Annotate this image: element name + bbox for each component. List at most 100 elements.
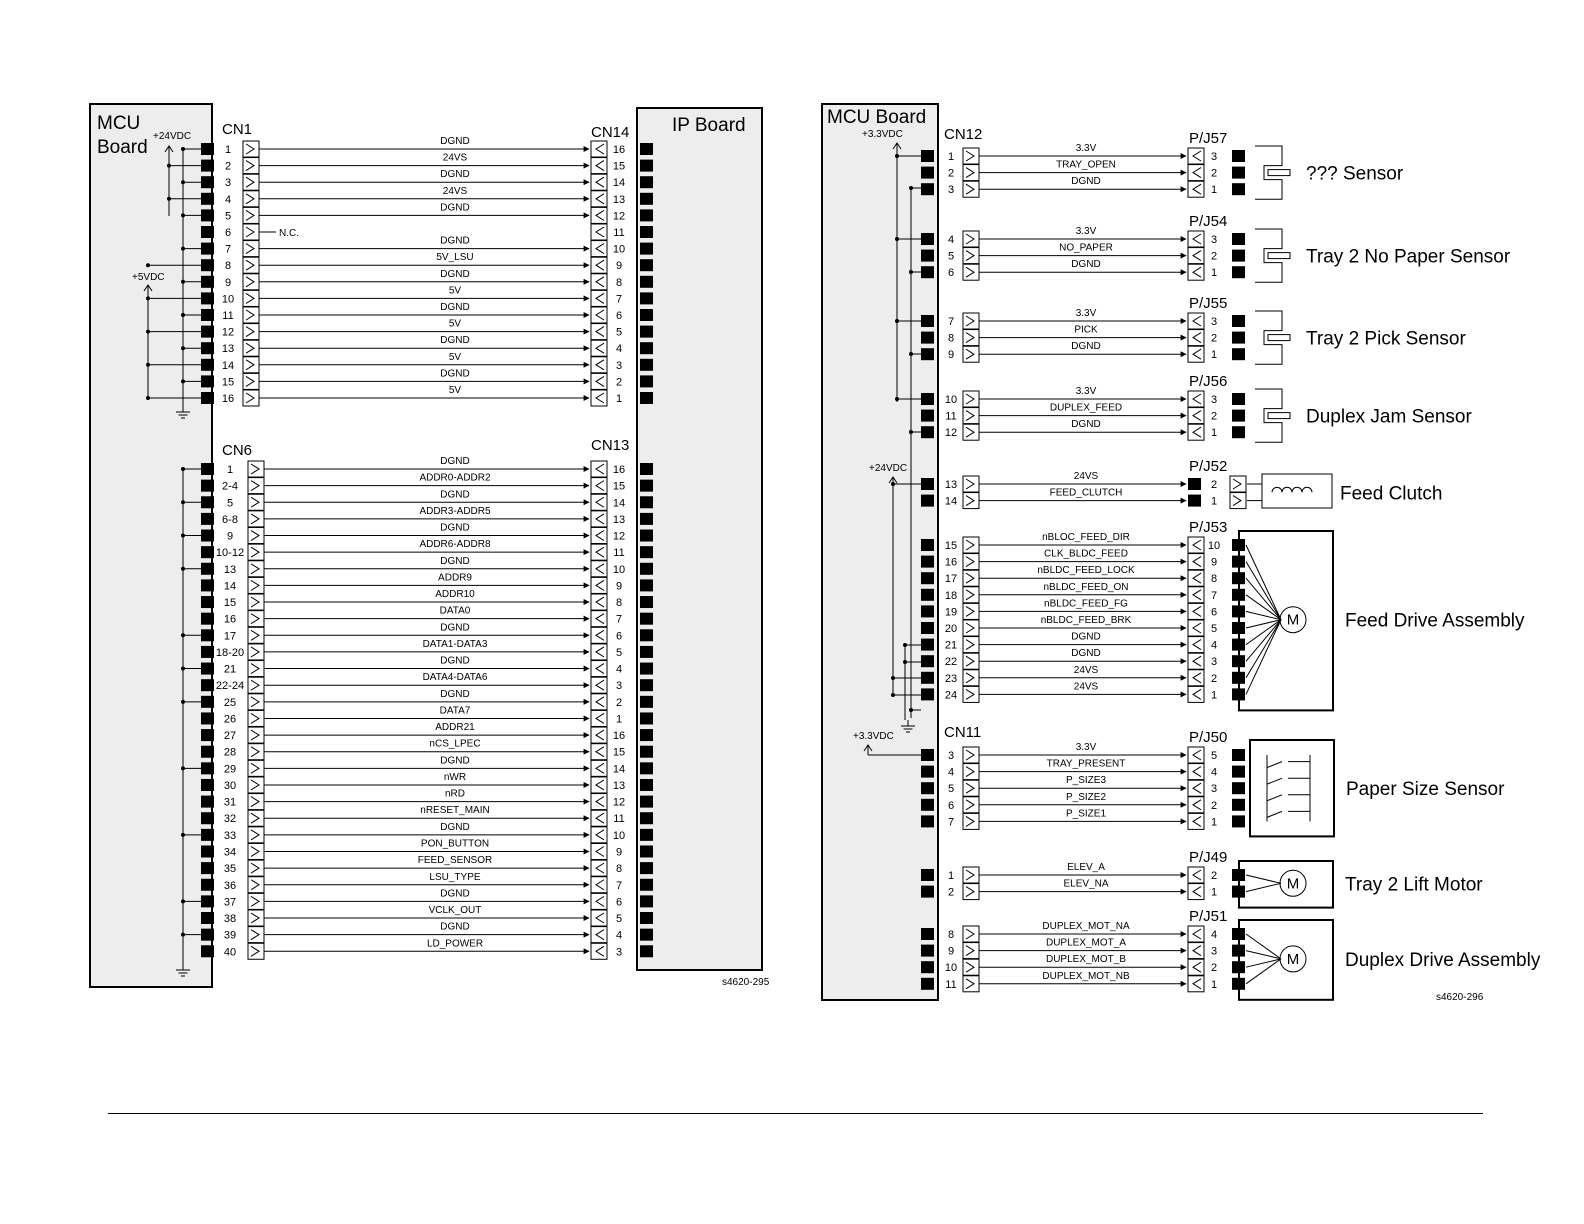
contact-cell	[1187, 230, 1205, 248]
pin-number: 29	[224, 763, 236, 775]
signal-label: 24VS	[443, 186, 468, 197]
contact-cell	[1187, 763, 1205, 781]
junction-dot	[909, 186, 913, 190]
connector-pin	[1232, 798, 1245, 811]
contact-chevron	[965, 410, 975, 422]
connector-label: CN6	[222, 442, 252, 459]
connector-pin	[201, 259, 214, 272]
contact-chevron	[250, 646, 260, 658]
connector-pin	[640, 209, 653, 222]
connector-pin	[1232, 266, 1245, 279]
pin-number: 9	[227, 531, 233, 543]
contact-chevron	[245, 292, 255, 304]
contact-cell	[590, 560, 608, 578]
junction-dot	[895, 397, 899, 401]
figure-id: s4620-295	[722, 977, 770, 988]
contact-cell	[590, 273, 608, 291]
signal-label: nWR	[444, 772, 466, 783]
junction-dot	[903, 643, 907, 647]
connector-pin	[201, 292, 214, 305]
contact-chevron	[250, 480, 260, 492]
contact-cell	[962, 423, 980, 441]
junction-dot	[891, 482, 895, 486]
signal-label: DGND	[440, 335, 469, 346]
contact-cell	[1187, 553, 1205, 571]
contact-chevron	[250, 613, 260, 625]
contact-chevron	[250, 513, 260, 525]
contact-chevron	[965, 961, 975, 973]
signal-label: DGND	[1071, 176, 1100, 187]
contact-cell	[242, 190, 260, 208]
sensor-icon	[1267, 252, 1291, 260]
contact-cell	[1229, 492, 1247, 510]
pin-number: 5	[948, 251, 954, 263]
junction-dot	[167, 196, 171, 201]
signal-label: 3.3V	[1076, 386, 1097, 397]
pin-number: 5	[225, 210, 231, 222]
motor-lead	[1245, 619, 1282, 629]
connector-pin	[201, 342, 214, 355]
connector-pin	[640, 496, 653, 509]
contact-cell	[1187, 407, 1205, 425]
contact-cell	[590, 510, 608, 528]
connector-pin	[640, 562, 653, 575]
pin-number: 16	[222, 393, 234, 405]
connector-pin	[640, 292, 653, 305]
contact-chevron	[245, 375, 255, 387]
pin-number: 7	[1211, 590, 1217, 602]
contact-cell	[247, 610, 265, 628]
contact-cell	[590, 223, 608, 241]
contact-chevron	[245, 259, 255, 271]
sensor-icon	[1255, 310, 1283, 365]
connector-pin	[640, 828, 653, 841]
contact-chevron	[595, 226, 605, 238]
pin-number: 11	[945, 411, 956, 423]
page-footer-rule	[108, 1113, 1483, 1114]
contact-cell	[1187, 147, 1205, 165]
contact-chevron	[595, 646, 605, 658]
signal-label: DUPLEX_MOT_NA	[1042, 921, 1130, 932]
contact-chevron	[595, 762, 605, 774]
connector-pin	[640, 695, 653, 708]
contact-cell	[590, 776, 608, 794]
contact-cell	[962, 586, 980, 604]
pin-number: 23	[945, 673, 957, 685]
contact-chevron	[595, 463, 605, 475]
connector-pin	[1232, 166, 1245, 179]
pin-number: 2	[1211, 411, 1217, 423]
mcu-board-label: Board	[97, 137, 148, 158]
pin-number: 5	[1211, 750, 1217, 762]
contact-cell	[1187, 247, 1205, 265]
pin-number: 33	[224, 830, 236, 842]
pin-number: 10	[613, 244, 625, 256]
signal-label: DUPLEX_MOT_B	[1046, 954, 1126, 965]
junction-dot	[181, 180, 185, 185]
connector-pin	[921, 266, 934, 279]
pin-number: 2	[616, 376, 622, 388]
motor-lead	[1245, 874, 1282, 884]
connector-pin	[640, 928, 653, 941]
connector-pin	[640, 479, 653, 492]
contact-chevron	[965, 315, 975, 327]
contact-chevron	[1192, 589, 1202, 601]
pin-number: 5	[227, 497, 233, 509]
contact-cell	[1229, 475, 1247, 493]
contact-cell	[962, 866, 980, 884]
contact-cell	[962, 763, 980, 781]
connector-pin	[201, 845, 214, 858]
contact-cell	[247, 593, 265, 611]
signal-label: DGND	[440, 689, 469, 700]
contact-cell	[242, 289, 260, 307]
pin-number: 6	[948, 800, 954, 812]
pin-number: 6	[616, 630, 622, 642]
contact-cell	[590, 576, 608, 594]
contact-chevron	[595, 629, 605, 641]
connector-pin	[640, 275, 653, 288]
contact-chevron	[965, 622, 975, 634]
contact-cell	[590, 626, 608, 644]
signal-label: nRD	[445, 789, 465, 800]
connector-pin	[201, 546, 214, 559]
signal-label: DGND	[440, 136, 469, 147]
contact-cell	[1187, 569, 1205, 587]
connector-pin	[1232, 393, 1245, 405]
